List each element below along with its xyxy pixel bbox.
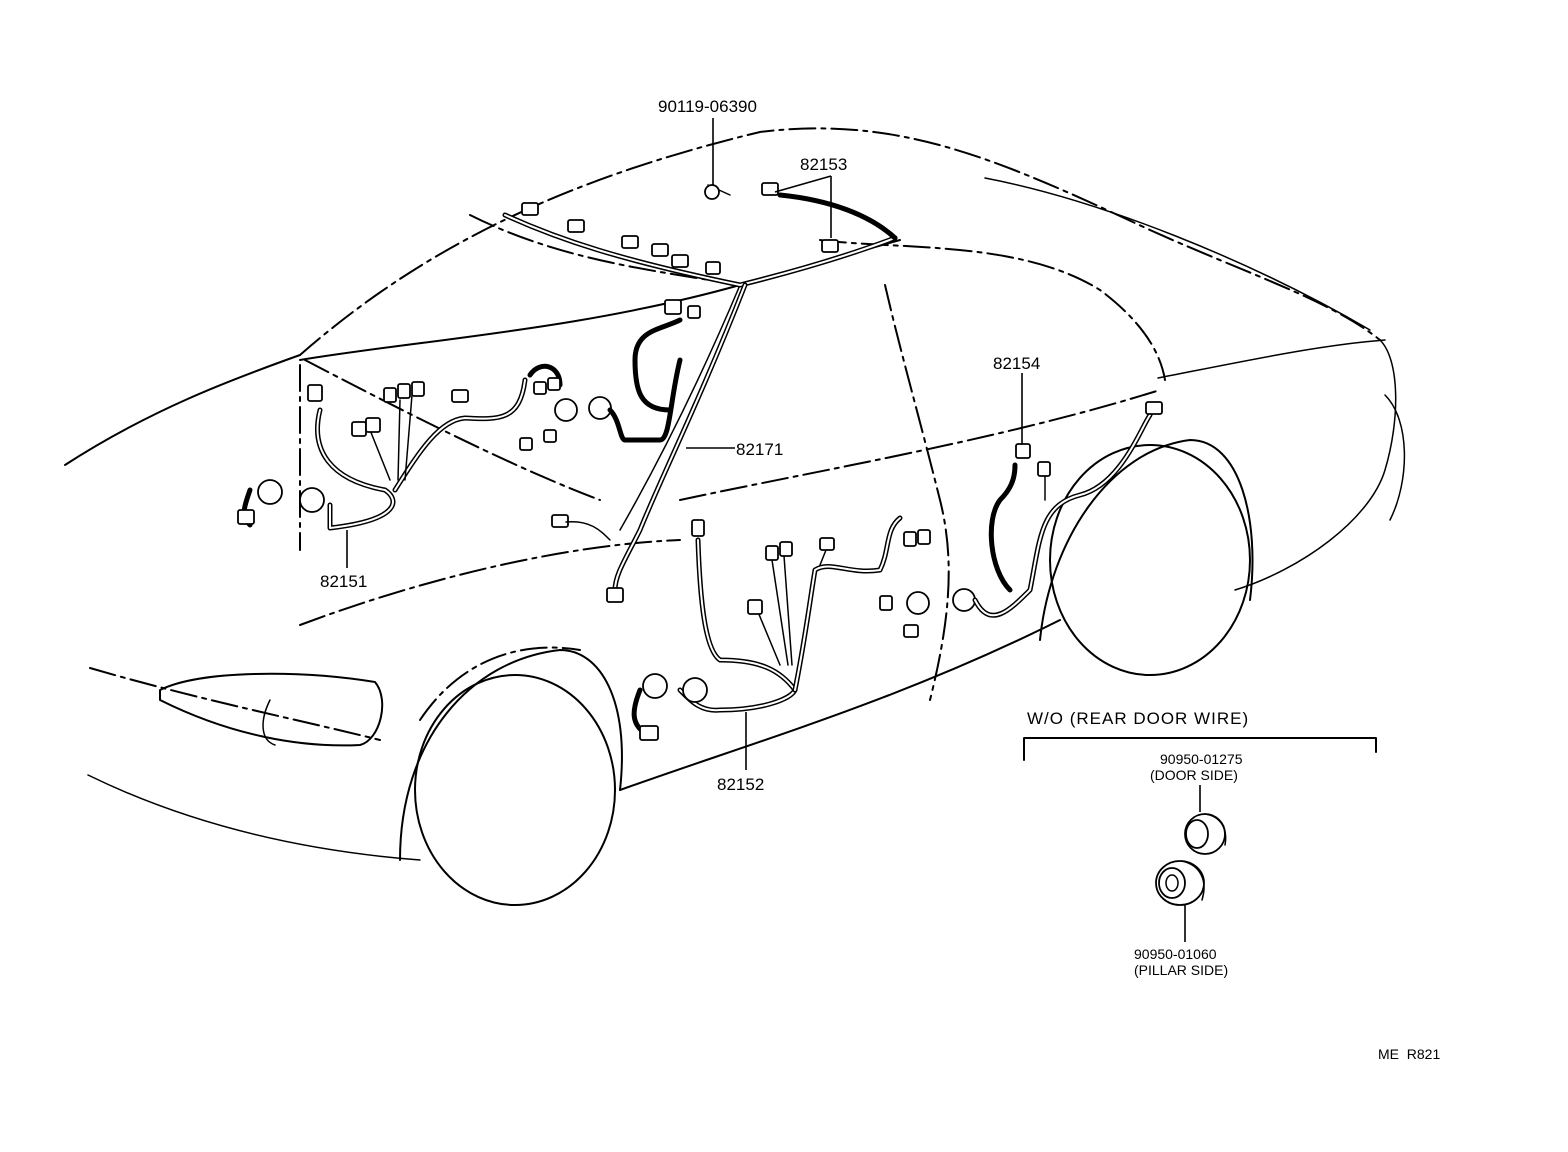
roof-wire-part-number: 82153 — [800, 155, 848, 174]
figure-code: ME R821 — [1378, 1046, 1441, 1062]
front-door-wire-part-number: 82151 — [320, 572, 368, 591]
rear-door-harness-82154 — [972, 401, 1163, 618]
roof-harness — [502, 182, 898, 288]
pillar-grommet-side-label: (PILLAR SIDE) — [1134, 962, 1229, 978]
pillar-wire-part-number: 82171 — [736, 440, 784, 459]
pillar-harness-82171 — [606, 282, 748, 603]
floor-wire-part-number: 82152 — [717, 775, 765, 794]
rear-door-wire-part-number: 82154 — [993, 354, 1041, 373]
front-door-harness-82151 — [237, 357, 683, 541]
grommet-door-side — [1184, 813, 1227, 855]
grommet-pillar-side — [1155, 860, 1205, 906]
door-grommet-part-number: 90950-01275 — [1160, 751, 1243, 767]
pillar-grommet-part-number: 90950-01060 — [1134, 946, 1217, 962]
leader-lines — [346, 118, 1023, 770]
inset-heading: W/O (REAR DOOR WIRE) — [1027, 709, 1250, 728]
car-body-outline — [64, 127, 1406, 906]
floor-harness-82152 — [631, 515, 976, 741]
bolt-part-number: 90119-06390 — [658, 97, 757, 116]
door-grommet-side-label: (DOOR SIDE) — [1150, 767, 1238, 783]
